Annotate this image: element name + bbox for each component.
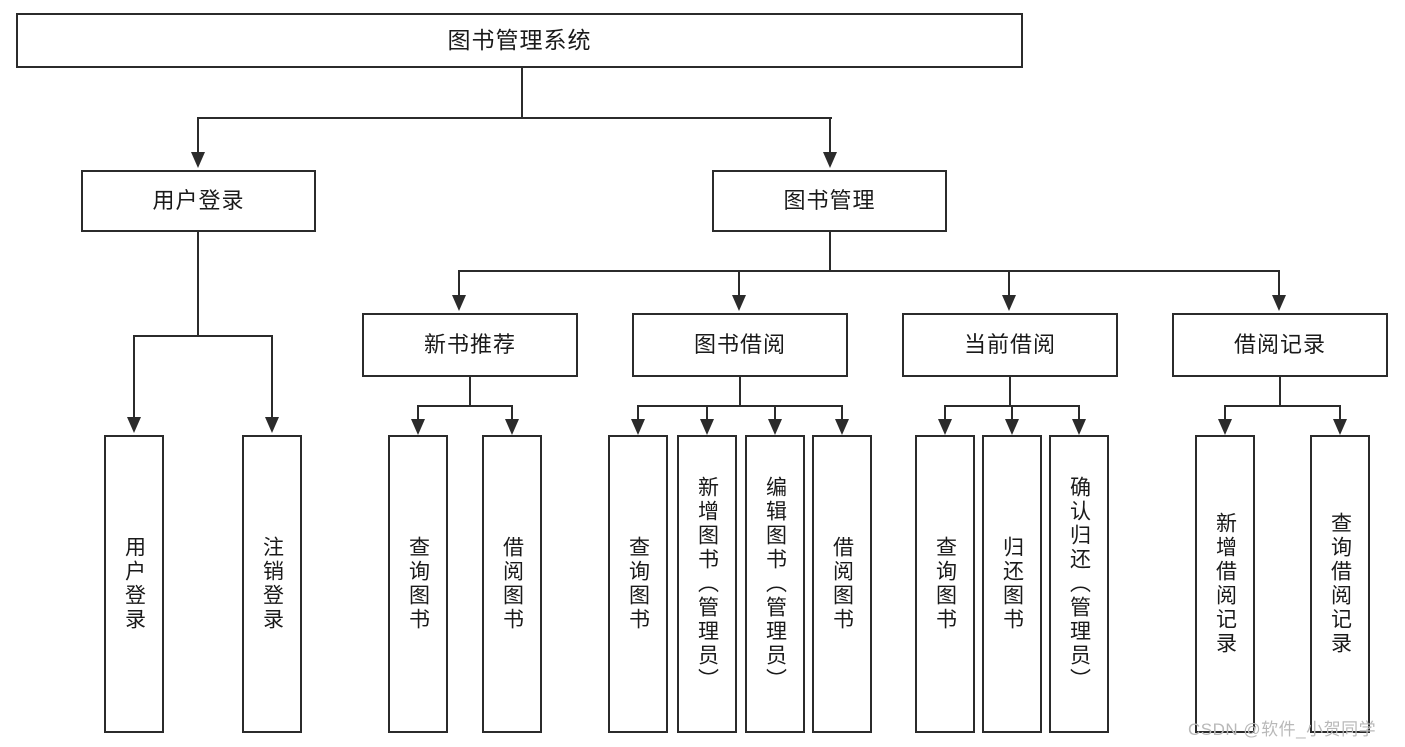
leaf-borrow-book-recommend[interactable]: 借阅图书: [482, 435, 542, 733]
connector-to-new-book: [458, 270, 460, 297]
node-label: 查询图书: [933, 536, 957, 632]
leaf-query-book-borrow[interactable]: 查询图书: [608, 435, 668, 733]
leaf-logout[interactable]: 注销登录: [242, 435, 302, 733]
arrow-user-login-left: [127, 417, 141, 433]
leaf-add-borrow-record[interactable]: 新增借阅记录: [1195, 435, 1255, 733]
leaf-query-book-current[interactable]: 查询图书: [915, 435, 975, 733]
node-label: 用户登录: [122, 536, 146, 632]
connector-borrow-record-leaf1: [1224, 405, 1226, 421]
connector-user-login-left: [133, 335, 135, 419]
node-user-login[interactable]: 用户登录: [81, 170, 316, 232]
leaf-edit-book-admin[interactable]: 编辑图书（管理员）: [745, 435, 805, 733]
node-label: 借阅图书: [830, 536, 854, 632]
node-label: 查询借阅记录: [1328, 512, 1352, 656]
leaf-user-login[interactable]: 用户登录: [104, 435, 164, 733]
node-label: 归还图书: [1000, 536, 1024, 632]
connector-book-borrow-leaf3: [774, 405, 776, 421]
node-label: 新增借阅记录: [1213, 512, 1237, 656]
node-label: 图书管理系统: [447, 26, 592, 53]
arrow-root-to-user-login: [191, 152, 205, 168]
connector-book-borrow-stem: [739, 377, 741, 407]
connector-new-book-stem: [469, 377, 471, 407]
connector-user-login-stem: [197, 232, 199, 336]
connector-to-book-borrow: [738, 270, 740, 297]
connector-to-current-borrow: [1008, 270, 1010, 297]
node-book-borrow[interactable]: 图书借阅: [632, 313, 848, 377]
arrow-to-borrow-record: [1272, 295, 1286, 311]
node-label: 当前借阅: [963, 331, 1056, 357]
arrow-book-borrow-leaf3: [768, 419, 782, 435]
watermark-text: CSDN @软件_小贺同学: [1188, 720, 1377, 739]
leaf-query-borrow-record[interactable]: 查询借阅记录: [1310, 435, 1370, 733]
connector-root-bus: [198, 117, 832, 119]
arrow-current-borrow-leaf1: [938, 419, 952, 435]
node-root-book-management-system[interactable]: 图书管理系统: [16, 13, 1023, 68]
leaf-borrow-book[interactable]: 借阅图书: [812, 435, 872, 733]
node-label: 借阅记录: [1233, 331, 1326, 357]
connector-book-management-stem: [829, 232, 831, 271]
connector-book-borrow-leaf4: [841, 405, 843, 421]
connector-borrow-record-bus: [1224, 405, 1341, 407]
connector-current-borrow-leaf2: [1011, 405, 1013, 421]
connector-current-borrow-leaf1: [944, 405, 946, 421]
node-label: 新书推荐: [423, 331, 516, 357]
node-book-management[interactable]: 图书管理: [712, 170, 947, 232]
leaf-query-book-recommend[interactable]: 查询图书: [388, 435, 448, 733]
arrow-new-book-leaf1: [411, 419, 425, 435]
connector-current-borrow-stem: [1009, 377, 1011, 407]
node-current-borrow[interactable]: 当前借阅: [902, 313, 1118, 377]
connector-level3-bus: [458, 270, 1280, 272]
node-label: 用户登录: [152, 187, 245, 213]
connector-current-borrow-leaf3: [1078, 405, 1080, 421]
node-label: 查询图书: [626, 536, 650, 632]
node-new-book-recommend[interactable]: 新书推荐: [362, 313, 578, 377]
node-label: 查询图书: [406, 536, 430, 632]
node-label: 确认归还（管理员）: [1067, 476, 1091, 692]
leaf-add-book-admin[interactable]: 新增图书（管理员）: [677, 435, 737, 733]
arrow-current-borrow-leaf2: [1005, 419, 1019, 435]
connector-book-borrow-leaf1: [637, 405, 639, 421]
connector-book-borrow-bus: [637, 405, 843, 407]
connector-book-borrow-leaf2: [706, 405, 708, 421]
connector-root-to-book-management: [829, 117, 831, 154]
arrow-user-login-right: [265, 417, 279, 433]
connector-user-login-bus: [133, 335, 273, 337]
arrow-borrow-record-leaf2: [1333, 419, 1347, 435]
arrow-to-new-book: [452, 295, 466, 311]
connector-new-book-bus: [417, 405, 513, 407]
connector-root-stem: [521, 68, 523, 118]
node-label: 图书管理: [783, 187, 876, 213]
node-borrow-record[interactable]: 借阅记录: [1172, 313, 1388, 377]
connector-new-book-leaf2: [511, 405, 513, 421]
node-label: 编辑图书（管理员）: [763, 476, 787, 692]
connector-to-borrow-record: [1278, 270, 1280, 297]
connector-borrow-record-leaf2: [1339, 405, 1341, 421]
connector-new-book-leaf1: [417, 405, 419, 421]
leaf-return-book[interactable]: 归还图书: [982, 435, 1042, 733]
arrow-new-book-leaf2: [505, 419, 519, 435]
arrow-to-book-borrow: [732, 295, 746, 311]
arrow-borrow-record-leaf1: [1218, 419, 1232, 435]
connector-user-login-right: [271, 335, 273, 419]
node-label: 注销登录: [260, 536, 284, 632]
arrow-book-borrow-leaf2: [700, 419, 714, 435]
arrow-to-current-borrow: [1002, 295, 1016, 311]
connector-root-to-user-login: [197, 117, 199, 154]
node-label: 图书借阅: [693, 331, 786, 357]
leaf-confirm-return-admin[interactable]: 确认归还（管理员）: [1049, 435, 1109, 733]
arrow-current-borrow-leaf3: [1072, 419, 1086, 435]
node-label: 借阅图书: [500, 536, 524, 632]
node-label: 新增图书（管理员）: [695, 476, 719, 692]
connector-borrow-record-stem: [1279, 377, 1281, 407]
arrow-root-to-book-management: [823, 152, 837, 168]
arrow-book-borrow-leaf1: [631, 419, 645, 435]
arrow-book-borrow-leaf4: [835, 419, 849, 435]
